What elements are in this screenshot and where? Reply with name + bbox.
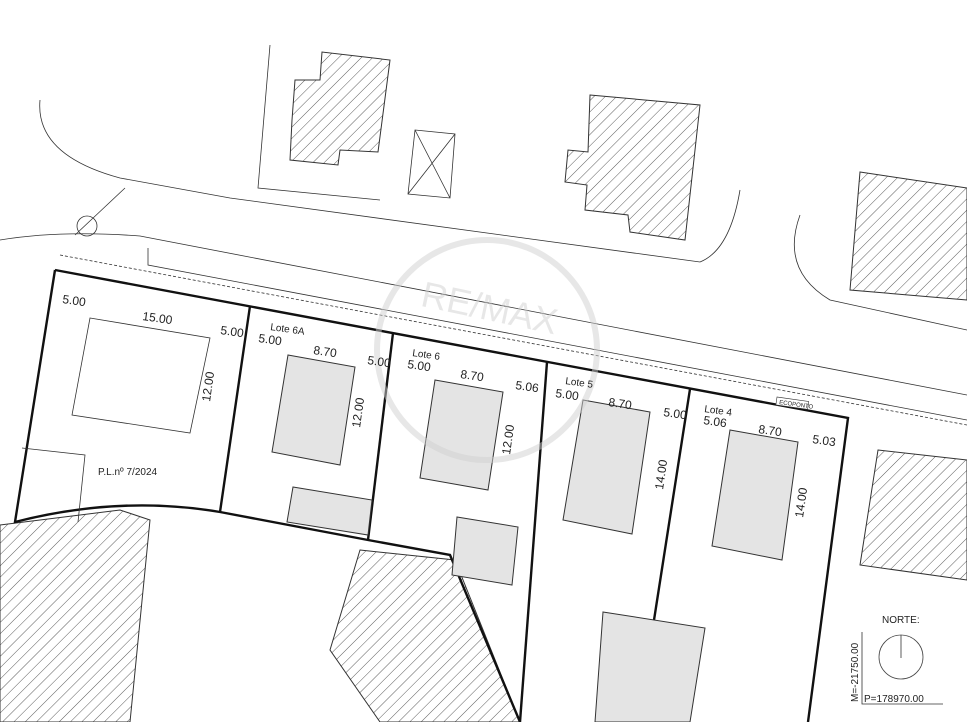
- dimension-label: 5.03: [812, 432, 837, 449]
- dimension-label: 14.00: [792, 486, 810, 518]
- dimension-label: NORTE:: [882, 615, 920, 626]
- streets: [0, 44, 967, 426]
- dimension-label: 12.00: [349, 396, 367, 428]
- lot-6: Lote 6 5.00 8.70 5.06 12.00: [407, 348, 540, 455]
- lot-6a: Lote 6A 5.00 8.70 5.00 12.00: [258, 322, 392, 428]
- dimension-label: P.L.nº 7/2024: [98, 467, 158, 478]
- dimension-label: Lote 6: [412, 348, 441, 363]
- dimension-label: P=178970.00: [864, 694, 924, 705]
- dimension-label: 5.00: [62, 292, 87, 309]
- dimension-label: Lote 5: [565, 376, 594, 391]
- lot-4: Lote 4 5.06 8.70 5.03 14.00: [703, 404, 837, 518]
- roundabout-icon: [76, 215, 98, 237]
- dimension-label: 8.70: [608, 395, 633, 412]
- dimension-label: 8.70: [460, 367, 485, 384]
- dimension-label: 5.06: [703, 413, 728, 430]
- neighbour-buildings: [0, 51, 967, 722]
- dimension-label: 5.00: [220, 323, 245, 340]
- dimension-label: 5.00: [663, 405, 688, 422]
- dimension-label: 15.00: [142, 309, 174, 327]
- lot-5: Lote 5 5.00 8.70 5.00 14.00: [555, 376, 688, 490]
- dimension-label: 12.00: [499, 423, 517, 455]
- dimension-label: M=-21750.00: [850, 642, 861, 702]
- dimension-label: 5.06: [515, 378, 540, 395]
- dimension-label: ECOPONTO: [779, 400, 814, 411]
- dimension-label: 8.70: [313, 343, 338, 360]
- north-indicator: NORTE: M=-21750.00 P=178970.00: [850, 615, 943, 705]
- dimension-label: Lote 6A: [270, 322, 306, 338]
- dimension-label: 5.00: [258, 331, 283, 348]
- ecoponto-marker: ECOPONTO: [775, 396, 814, 411]
- dimension-label: Lote 4: [704, 404, 733, 419]
- dimension-label: 8.70: [758, 422, 783, 439]
- dimension-label: 5.00: [555, 386, 580, 403]
- dimension-label: 14.00: [652, 458, 670, 490]
- dimension-label: 12.00: [199, 370, 217, 402]
- dimension-label: 5.00: [367, 353, 392, 370]
- lot-1: 5.00 15.00 5.00 12.00 P.L.nº 7/2024: [62, 292, 245, 478]
- houses: [21, 317, 799, 722]
- dimension-label: RE/MAX: [418, 273, 562, 342]
- dimension-label: 5.00: [407, 357, 432, 374]
